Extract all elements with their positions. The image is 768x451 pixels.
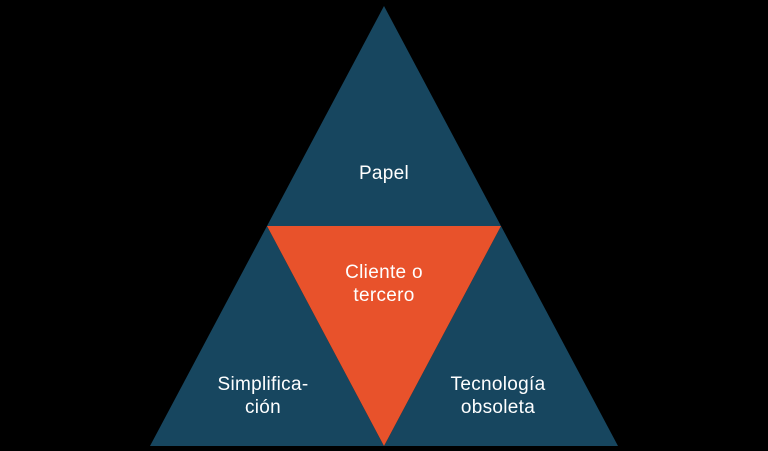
center-triangle-label-line1: Cliente o — [345, 262, 423, 283]
bottom-left-triangle-label-line2: ción — [245, 397, 281, 418]
bottom-left-triangle — [150, 226, 384, 446]
bottom-right-triangle — [384, 226, 618, 446]
center-triangle-label-line2: tercero — [353, 285, 414, 306]
bottom-right-triangle-label-line2: obsoleta — [461, 397, 535, 418]
top-triangle-label: Papel — [359, 163, 409, 184]
center-inverted-triangle — [267, 226, 501, 446]
bottom-left-triangle-label-line1: Simplifica- — [218, 374, 309, 395]
top-triangle — [267, 6, 501, 226]
bottom-right-triangle-label-line1: Tecnología — [451, 374, 546, 395]
